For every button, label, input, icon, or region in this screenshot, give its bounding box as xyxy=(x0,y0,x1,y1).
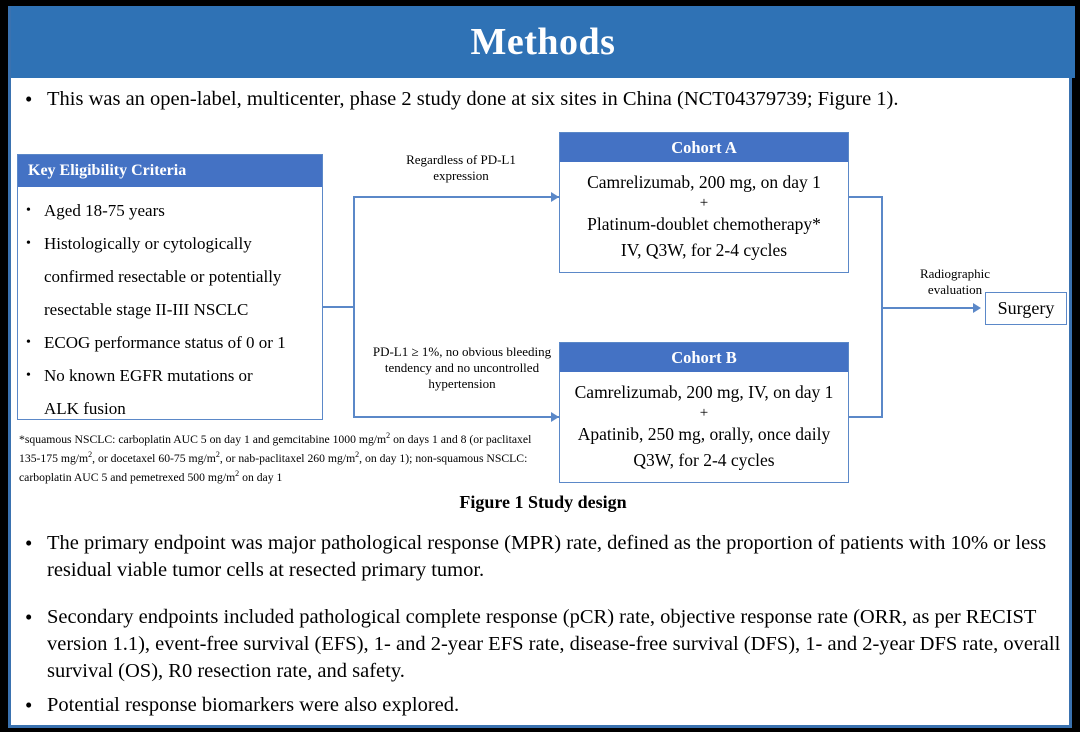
connector-label-regardless: Regardless of PD-L1 expression xyxy=(406,152,516,183)
bullet-marker-icon: • xyxy=(25,693,33,717)
bullet-marker-icon: • xyxy=(26,368,31,383)
study-design-figure: Key Eligibility Criteria • Aged 18-75 ye… xyxy=(11,116,1075,516)
arrow-cohort-b-icon xyxy=(551,412,559,422)
list-item-label: confirmed resectable or potentially xyxy=(44,267,282,286)
slide-title-band: Methods xyxy=(11,6,1075,78)
bullet-marker-icon: • xyxy=(26,335,31,350)
bullet-marker-icon: • xyxy=(25,87,33,111)
eligibility-item-list: • Aged 18-75 years • Histologically or c… xyxy=(18,187,322,430)
cohort-b-plus: + xyxy=(699,405,709,421)
cohort-a-line-3: IV, Q3W, for 2-4 cycles xyxy=(620,240,788,260)
bullet-row-biomarkers: • Potential response biomarkers were als… xyxy=(25,692,1065,719)
cohort-b-line-2: Apatinib, 250 mg, orally, once daily xyxy=(577,424,831,444)
surgery-label: Surgery xyxy=(997,298,1055,318)
list-item: • Histologically or cytologically xyxy=(26,228,316,260)
bullet-marker-icon: • xyxy=(25,531,33,555)
arrow-cohort-a-icon xyxy=(551,192,559,202)
connector-left-trunk xyxy=(353,196,355,418)
list-item-continuation: confirmed resectable or potentially xyxy=(26,261,316,293)
connector-eligibility-stub xyxy=(323,306,355,308)
surgery-box: Surgery xyxy=(985,292,1067,325)
arrow-surgery-icon xyxy=(973,303,981,313)
connector-label-radiographic: Radiographic evaluation xyxy=(919,266,991,297)
connector-cohort-b-out xyxy=(849,416,883,418)
cohort-b-body: Camrelizumab, 200 mg, IV, on day 1 + Apa… xyxy=(560,372,848,482)
cohort-a-header: Cohort A xyxy=(560,133,848,162)
list-item-label: ECOG performance status of 0 or 1 xyxy=(44,333,286,352)
primary-endpoint-text: The primary endpoint was major pathologi… xyxy=(47,532,1047,581)
cohort-b-header-label: Cohort B xyxy=(671,347,737,367)
bullet-row-primary-endpoint: • The primary endpoint was major patholo… xyxy=(25,530,1065,584)
bullet-row-secondary-endpoints: • Secondary endpoints included pathologi… xyxy=(25,604,1065,685)
connector-label-pdl1: PD-L1 ≥ 1%, no obvious bleeding tendency… xyxy=(372,344,552,391)
eligibility-criteria-box: Key Eligibility Criteria • Aged 18-75 ye… xyxy=(17,154,323,420)
list-item: • ECOG performance status of 0 or 1 xyxy=(26,327,316,359)
secondary-endpoints-text: Secondary endpoints included pathologica… xyxy=(47,606,1061,682)
lead-bullet-text: This was an open-label, multicenter, pha… xyxy=(47,88,899,110)
list-item-label: Histologically or cytologically xyxy=(44,234,252,253)
connector-to-cohort-b xyxy=(353,416,559,418)
cohort-b-line-1: Camrelizumab, 200 mg, IV, on day 1 xyxy=(574,382,834,402)
list-item-continuation: ALK fusion xyxy=(26,393,316,425)
cohort-a-plus: + xyxy=(699,195,709,211)
figure-caption: Figure 1 Study design xyxy=(459,492,627,512)
cohort-a-line-1: Camrelizumab, 200 mg, on day 1 xyxy=(587,172,821,192)
list-item-label: Aged 18-75 years xyxy=(44,201,165,220)
connector-to-surgery xyxy=(881,307,977,309)
cohort-a-box: Cohort A Camrelizumab, 200 mg, on day 1 … xyxy=(559,132,849,273)
bullet-marker-icon: • xyxy=(26,236,31,251)
list-item: • Aged 18-75 years xyxy=(26,195,316,227)
list-item-label: No known EGFR mutations or xyxy=(44,366,253,385)
list-item: • No known EGFR mutations or xyxy=(26,360,316,392)
cohort-a-header-label: Cohort A xyxy=(671,137,737,157)
list-item-label: resectable stage II-III NSCLC xyxy=(44,300,249,319)
bullet-marker-icon: • xyxy=(25,605,33,629)
cohort-b-line-3: Q3W, for 2-4 cycles xyxy=(633,450,775,470)
page-title: Methods xyxy=(470,21,616,63)
eligibility-header: Key Eligibility Criteria xyxy=(18,155,322,187)
cohort-a-body: Camrelizumab, 200 mg, on day 1 + Platinu… xyxy=(560,162,848,272)
biomarkers-text: Potential response biomarkers were also … xyxy=(47,694,460,716)
lead-bullet-row: • This was an open-label, multicenter, p… xyxy=(25,86,1065,113)
list-item-label: ALK fusion xyxy=(44,399,126,418)
list-item-continuation: resectable stage II-III NSCLC xyxy=(26,294,316,326)
connector-cohort-a-out xyxy=(849,196,883,198)
slide-canvas: Methods • This was an open-label, multic… xyxy=(8,6,1075,728)
cohort-b-header: Cohort B xyxy=(560,343,848,372)
bullet-marker-icon: • xyxy=(26,203,31,218)
cohort-b-box: Cohort B Camrelizumab, 200 mg, IV, on da… xyxy=(559,342,849,483)
eligibility-header-label: Key Eligibility Criteria xyxy=(28,162,187,179)
figure-footnote: *squamous NSCLC: carboplatin AUC 5 on da… xyxy=(19,431,532,484)
connector-to-cohort-a xyxy=(353,196,559,198)
cohort-a-line-2: Platinum-doublet chemotherapy* xyxy=(587,214,821,234)
